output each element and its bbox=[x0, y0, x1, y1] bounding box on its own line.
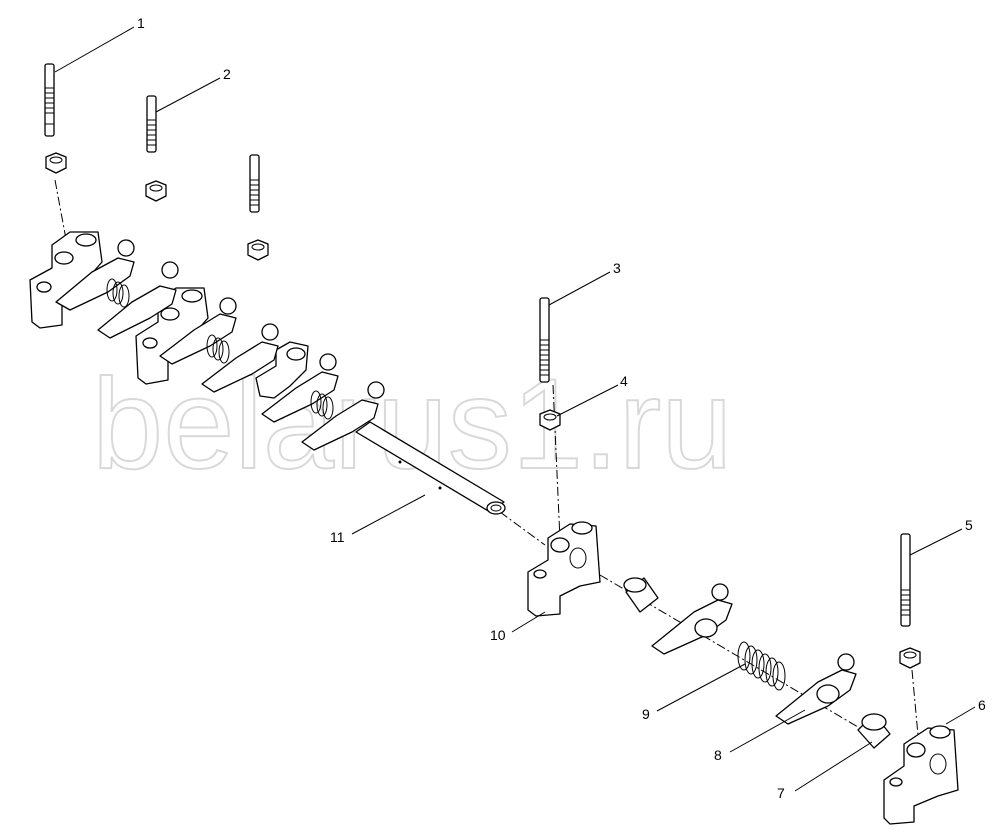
stud-1 bbox=[44, 63, 55, 137]
callout-5: 5 bbox=[965, 517, 973, 533]
rocker-shaft-assembly bbox=[29, 231, 385, 451]
callout-8: 8 bbox=[714, 747, 722, 763]
rocker-arm-upper bbox=[651, 583, 733, 655]
callout-3: 3 bbox=[613, 260, 621, 276]
nut-3 bbox=[247, 239, 269, 261]
callout-4: 4 bbox=[620, 373, 628, 389]
bracket-6 bbox=[883, 725, 959, 825]
stud-5 bbox=[900, 533, 911, 627]
callout-1: 1 bbox=[137, 15, 145, 31]
spring-9 bbox=[737, 641, 786, 691]
callout-labels: 1 2 3 4 5 6 7 8 9 10 11 bbox=[137, 15, 986, 801]
stud-3 bbox=[249, 154, 260, 213]
stud-2 bbox=[146, 95, 157, 153]
nut-2 bbox=[145, 180, 167, 202]
callout-11: 11 bbox=[330, 529, 345, 545]
leader-lines bbox=[54, 26, 976, 792]
nut-5 bbox=[899, 647, 921, 669]
rocker-shaft-11 bbox=[355, 421, 506, 515]
callout-6: 6 bbox=[978, 697, 986, 713]
spacer-bushing bbox=[623, 577, 659, 613]
nut-4 bbox=[539, 409, 561, 431]
bracket-10 bbox=[527, 521, 601, 617]
callout-7: 7 bbox=[777, 785, 785, 801]
bushing-7 bbox=[857, 713, 891, 749]
nut-1 bbox=[45, 152, 67, 174]
rocker-arm-8 bbox=[775, 653, 857, 725]
watermark-text: belarus1.ru bbox=[92, 353, 732, 496]
callout-10: 10 bbox=[490, 627, 506, 643]
stud-3-labeled bbox=[539, 297, 550, 383]
callout-2: 2 bbox=[223, 66, 231, 82]
callout-9: 9 bbox=[642, 706, 650, 722]
